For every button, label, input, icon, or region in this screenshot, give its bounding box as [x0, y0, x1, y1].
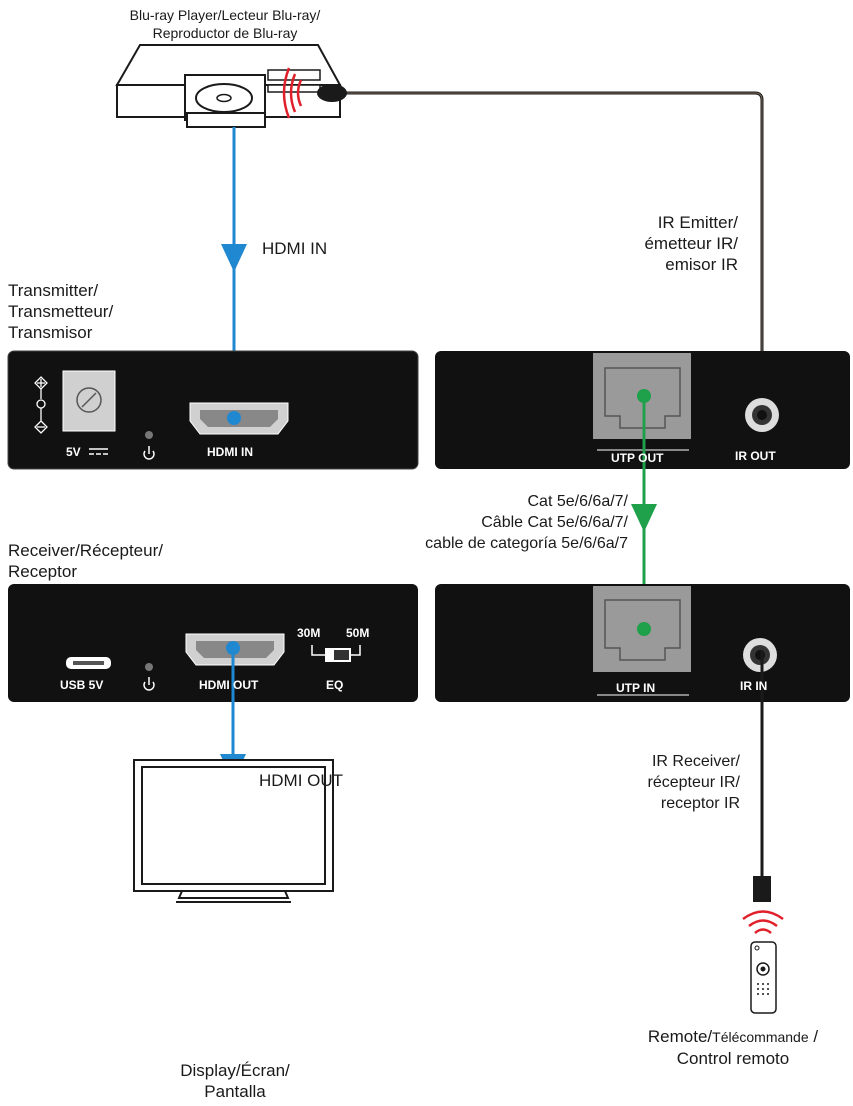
port-label-utp-out: UTP OUT — [611, 451, 664, 465]
cat-arrow — [631, 504, 657, 532]
ir-receiver-head — [753, 876, 771, 902]
cat-cable-label: Cat 5e/6/6a/7/ Câble Cat 5e/6/6a/7/ cabl… — [425, 493, 628, 552]
port-label-ir-in: IR IN — [740, 679, 768, 693]
remote-control — [750, 941, 777, 1014]
ir-receiver-label: IR Receiver/ récepteur IR/ receptor IR — [647, 753, 740, 812]
port-label-30m: 30M — [297, 626, 321, 640]
port-label-eq: EQ — [326, 678, 344, 692]
port-label-usb-5v: USB 5V — [60, 678, 104, 692]
display-tv — [133, 759, 334, 903]
hdmi-out-plug — [226, 641, 240, 655]
port-label-50m: 50M — [346, 626, 370, 640]
ir-waves-bluray — [282, 67, 303, 119]
port-label-hdmi-out: HDMI OUT — [199, 678, 259, 692]
hdmi-in-label: HDMI IN — [262, 239, 328, 258]
transmitter-label: Transmitter/ Transmetteur/ Transmisor — [8, 281, 114, 342]
bluray-label: Blu-ray Player/Lecteur Blu-ray/ Reproduc… — [129, 7, 321, 41]
ir-emitter-head — [317, 84, 347, 102]
ir-waves-remote — [742, 910, 784, 934]
hdmi-in-plug — [227, 411, 241, 425]
remote-label: Remote/Télécommande / Control remoto — [647, 1027, 819, 1068]
transmitter-front-panel — [7, 350, 419, 470]
receiver-label: Receiver/Récepteur/ Receptor — [8, 541, 163, 581]
cat-plug-tx — [637, 389, 651, 403]
receiver-front-panel — [8, 584, 418, 702]
receiver-rear-panel — [435, 584, 850, 702]
port-label-hdmi-in: HDMI IN — [207, 445, 253, 459]
display-label: Display/Écran/ Pantalla — [180, 1061, 290, 1101]
bluray-player — [115, 44, 342, 128]
port-label-utp-in: UTP IN — [616, 681, 656, 695]
hdmi-out-label: HDMI OUT — [259, 771, 344, 790]
ir-emitter-label: IR Emitter/ émetteur IR/ emisor IR — [644, 213, 738, 274]
port-label-ir-out: IR OUT — [735, 449, 776, 463]
hdmi-in-arrow — [221, 244, 247, 272]
port-label-5v: 5V — [66, 445, 81, 459]
cat-plug-rx — [637, 622, 651, 636]
